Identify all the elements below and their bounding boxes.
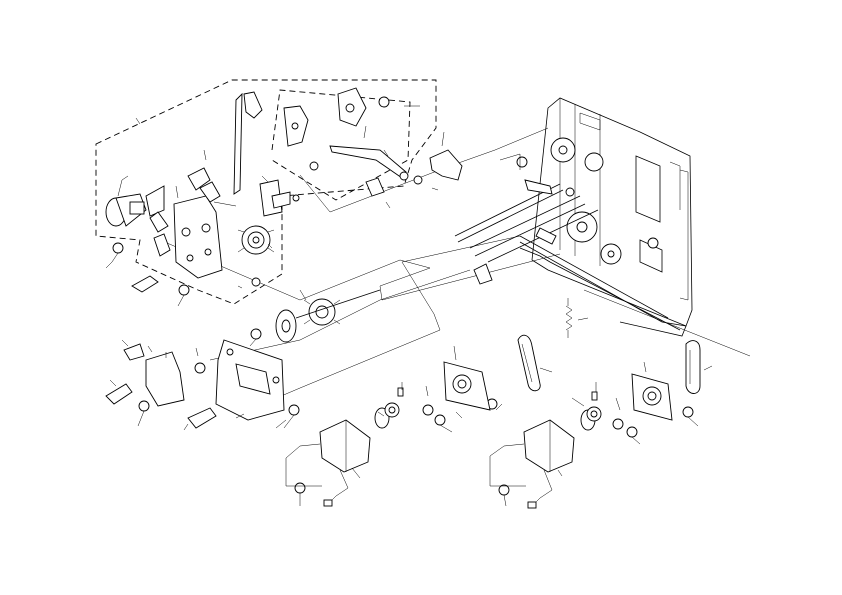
- drive-plate-upper: [173, 167, 237, 279]
- screw: [111, 242, 124, 263]
- clips: [105, 263, 493, 429]
- screw: [251, 277, 261, 287]
- screw: [309, 161, 319, 171]
- screw: [422, 404, 434, 416]
- solenoid: [105, 175, 147, 227]
- screw: [612, 418, 624, 430]
- side-bracket-left: [145, 185, 171, 257]
- callout-leaders: [105, 105, 713, 479]
- cam-assembly: [283, 87, 423, 185]
- lower-left-bracket: [145, 339, 285, 421]
- screw: [283, 404, 300, 429]
- link-arm: [233, 91, 300, 217]
- dashed-assembly-boundary: [95, 79, 437, 305]
- timing-belt-center: [517, 334, 541, 392]
- screws: [111, 161, 699, 507]
- small-pulleys: [384, 387, 602, 422]
- spring: [565, 298, 573, 338]
- screw: [177, 284, 190, 307]
- timing-belt-right: [685, 340, 701, 394]
- screw: [434, 414, 453, 433]
- gear-upper: [237, 225, 275, 255]
- screw: [498, 484, 510, 507]
- screw: [682, 406, 699, 427]
- screw: [137, 400, 150, 427]
- actuator-lever: [365, 149, 463, 197]
- screw: [294, 482, 306, 506]
- screw: [249, 328, 262, 347]
- pulley-gear: [275, 289, 381, 343]
- screw: [194, 362, 206, 374]
- shaft-rails: [454, 156, 687, 337]
- motor-bracket-center: [443, 361, 491, 411]
- screw: [626, 426, 641, 445]
- main-frame: [531, 97, 693, 327]
- motor-bracket-right: [631, 373, 673, 421]
